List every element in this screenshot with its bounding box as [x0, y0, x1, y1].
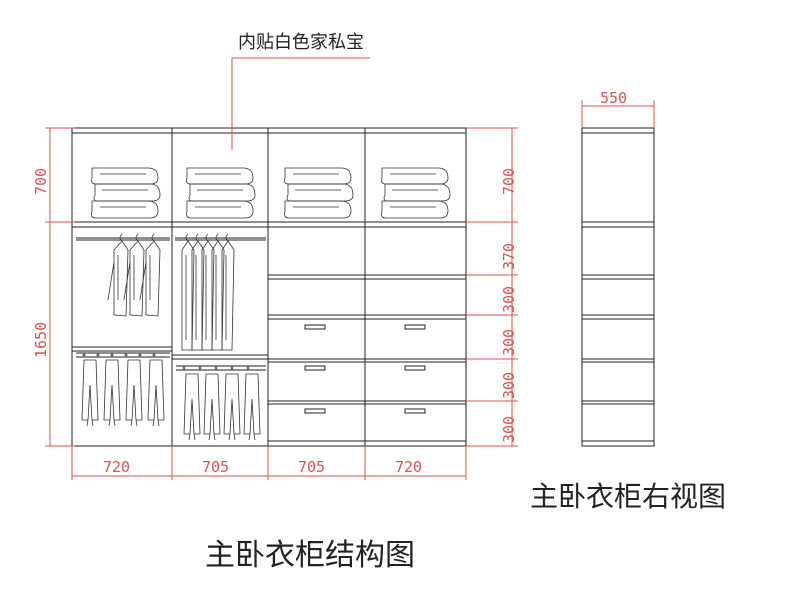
bottom-width-705a: 705 [202, 458, 229, 476]
annotation-label: 内贴白色家私宝 [238, 32, 364, 53]
bottom-width-705b: 705 [298, 458, 325, 476]
folded-quilt-icon [284, 167, 354, 219]
right-height-300d: 300 [500, 416, 518, 443]
side-title: 主卧衣柜右视图 [530, 480, 726, 513]
left-height-700: 700 [32, 168, 50, 195]
side-width-550: 550 [600, 89, 627, 107]
annotation-leader [231, 57, 370, 150]
main-title: 主卧衣柜结构图 [205, 538, 415, 573]
left-height-1650: 1650 [32, 322, 50, 358]
side-view: 550 [581, 89, 655, 447]
bottom-width-720b: 720 [395, 458, 422, 476]
hanging-trousers-icon [81, 359, 165, 427]
hanging-trousers-icon [183, 373, 261, 441]
bottom-dimensions: 720 705 705 720 [71, 446, 467, 480]
right-height-300a: 300 [500, 286, 518, 313]
left-dimensions: 700 1650 [32, 127, 75, 447]
bottom-width-720a: 720 [103, 458, 130, 476]
right-dimensions: 700 370 300 300 300 300 [466, 127, 518, 447]
right-height-700: 700 [500, 168, 518, 195]
folded-quilt-icon [186, 167, 256, 219]
side-outline [581, 127, 655, 447]
rack-dots [82, 353, 250, 370]
right-height-370: 370 [500, 243, 518, 270]
cabinet-outline [71, 127, 467, 447]
hanging-shirts-icon [181, 233, 235, 351]
right-height-300c: 300 [500, 372, 518, 399]
front-view: 内贴白色家私宝 [71, 32, 467, 447]
folded-quilt-icon [91, 167, 161, 219]
folded-quilt-icon [381, 167, 451, 219]
hanging-shirts-icon [107, 233, 161, 317]
drawer-handles [304, 324, 426, 414]
right-height-300b: 300 [500, 329, 518, 356]
